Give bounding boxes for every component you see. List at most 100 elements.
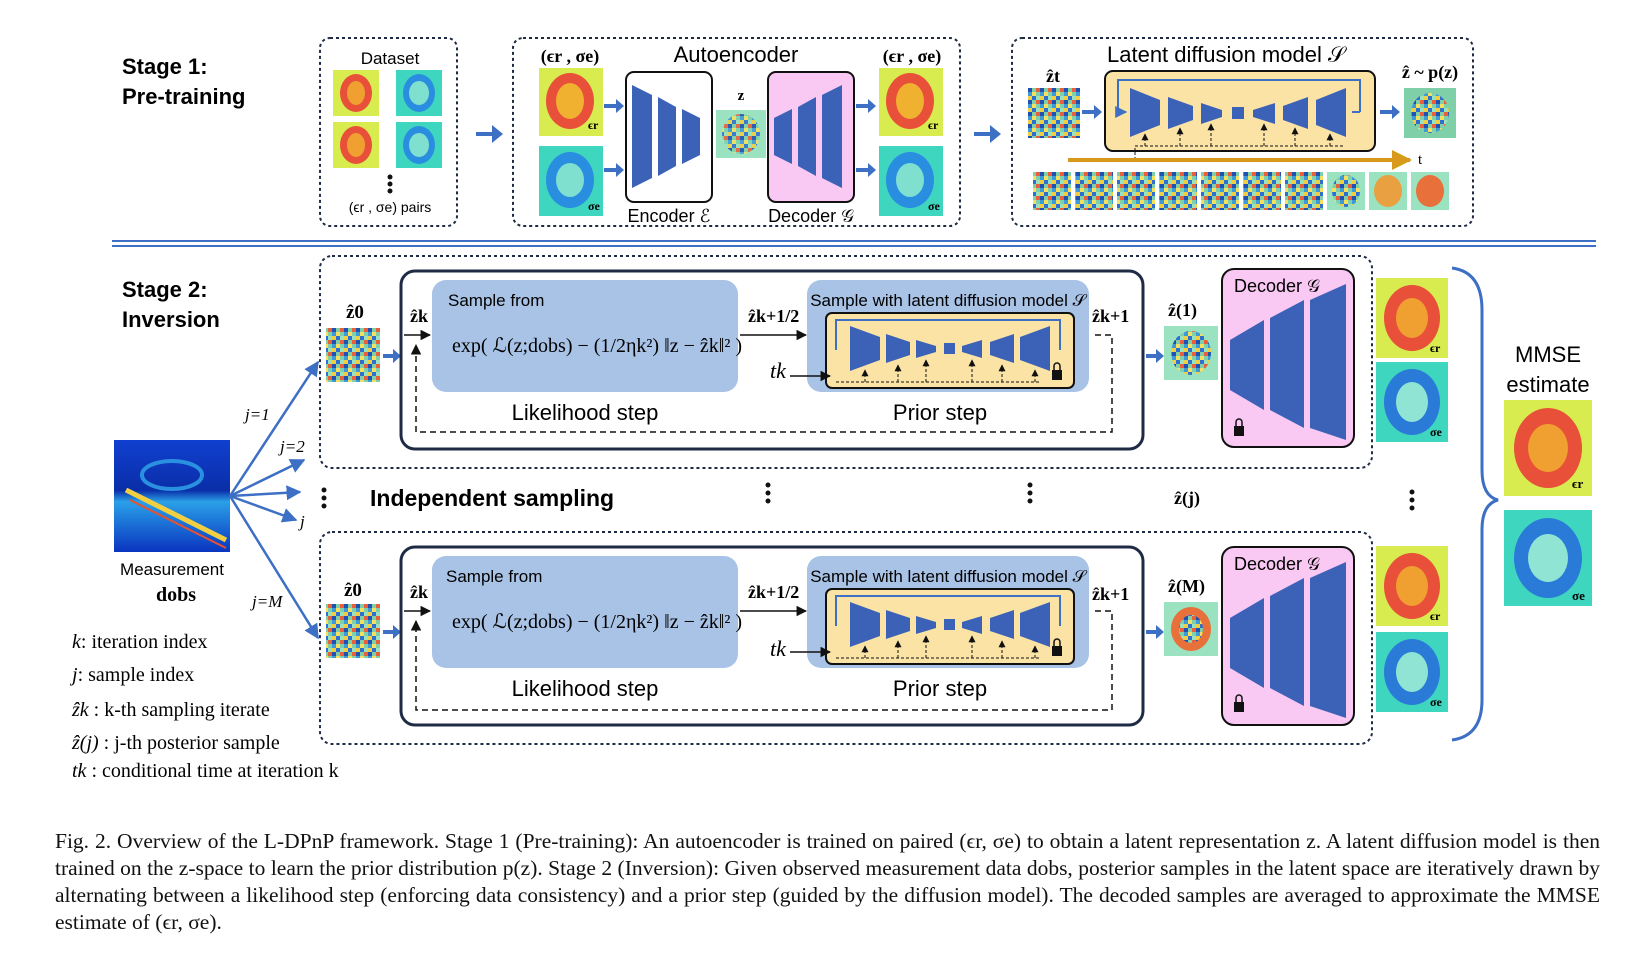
ae-output-images	[879, 68, 943, 216]
branch-label-2: j=2	[278, 437, 305, 456]
arrow-ae-in-1	[604, 99, 624, 113]
chain1-prior-step: Prior step	[893, 400, 987, 425]
chainm-zk-half-label: ẑk+1/2	[748, 582, 799, 602]
chainm-formula: exp( ℒ(z;dobs) − (1/2ηk²) ‖z − ẑk‖² )	[452, 611, 742, 633]
independent-sampling-label: Independent sampling	[370, 485, 614, 511]
ldm-time-label: t	[1418, 152, 1423, 168]
legend-item-4: ẑ(j) : j-th posterior sample	[71, 732, 280, 754]
chain1-zk-label: ẑk	[410, 306, 428, 326]
ellipsis-dots	[321, 482, 1415, 511]
chain1-lock-icon	[1052, 370, 1062, 380]
chainm-sig-tag: σe	[1430, 695, 1443, 709]
ae-input-images	[539, 68, 603, 216]
branch-label-m: j=M	[250, 592, 283, 611]
chainm-decoder-lock-icon	[1234, 702, 1244, 712]
dataset-pairs-label: (ϵr , σe) pairs	[349, 199, 432, 215]
stage2-title-line1: Stage 2:	[122, 277, 208, 302]
autoencoder-box	[512, 37, 961, 227]
ldm-unet-time-links	[1134, 123, 1345, 160]
ldm-input-label: ẑt	[1046, 66, 1060, 86]
ae-decoder-layers	[774, 85, 842, 188]
latent-z-label: z	[738, 88, 745, 104]
chain1-zk1-label: ẑk+1	[1092, 306, 1129, 326]
chainm-z0-image	[326, 604, 380, 658]
arrow-dataset-to-ae	[476, 125, 503, 143]
encoder-layers	[632, 85, 700, 188]
arrow-ae-to-ldm	[974, 125, 1001, 143]
ae-out-eps-tag: ϵr	[928, 118, 939, 132]
chain1-z0-label: ẑ0	[346, 302, 364, 323]
ldm-output-label: ẑ ~ p(z)	[1402, 62, 1458, 83]
branch-label-1: j=1	[243, 405, 270, 424]
chain1-decoder-lock-icon	[1234, 426, 1244, 436]
legend-item-5: tk : conditional time at iteration k	[72, 760, 339, 782]
ae-in-eps-tag: ϵr	[588, 118, 599, 132]
chain1-z0-image	[326, 328, 380, 382]
branch-label-j: j	[298, 512, 305, 531]
autoencoder-title: Autoencoder	[674, 42, 799, 67]
chainm-iteration-frame	[399, 545, 1145, 727]
chainm-prior-step: Prior step	[893, 676, 987, 701]
mmse-brace	[1451, 266, 1499, 742]
chain1-iteration-frame	[399, 269, 1145, 451]
chainm-lock-icon	[1052, 646, 1062, 656]
chain1-likelihood-box	[432, 280, 738, 392]
chain1-sample-from: Sample from	[448, 291, 544, 310]
chain1-output-label: ẑ(1)	[1168, 300, 1197, 321]
chain1-eps-tag: ϵr	[1430, 341, 1441, 355]
chain1-zk-half-label: ẑk+1/2	[748, 306, 799, 326]
chain1-decoder-label: Decoder 𝒢	[1234, 276, 1320, 296]
chain-1: ẑ0 ẑk Sample from exp( ℒ(z;dobs) − (1/2η…	[319, 255, 1448, 469]
chain1-prior-title: Sample with latent diffusion model 𝒮	[810, 291, 1087, 310]
measurement-label: Measurement	[120, 560, 224, 579]
stage2-title-line2: Inversion	[122, 307, 220, 332]
chainm-prior-title: Sample with latent diffusion model 𝒮	[810, 567, 1087, 586]
zj-label: ẑ(j)	[1174, 488, 1200, 509]
legend-item-1: k: iteration index	[72, 631, 208, 653]
ldm-unet-layers	[1130, 88, 1346, 137]
legend-item-2: j: sample index	[69, 664, 194, 686]
chain1-sig-tag: σe	[1430, 425, 1443, 439]
ae-input-label: (ϵr , σe)	[541, 46, 600, 67]
chainm-zk1-label: ẑk+1	[1092, 584, 1129, 604]
dataset-images	[333, 70, 442, 194]
legend: k: iteration index j: sample index ẑk : …	[69, 631, 339, 782]
arrow-ae-in-2	[604, 163, 624, 177]
stage1-title-line1: Stage 1:	[122, 54, 208, 79]
chainm-decoder-label: Decoder 𝒢	[1234, 554, 1320, 574]
ae-out-sig-tag: σe	[928, 199, 941, 213]
ldm-title: Latent diffusion model 𝒮	[1107, 42, 1347, 67]
ae-output-label: (ϵr , σe)	[883, 46, 942, 67]
chainm-tk-label: tk	[770, 636, 787, 661]
chainm-sample-from: Sample from	[446, 567, 542, 586]
chain-m: ẑ0 ẑk Sample from exp( ℒ(z;dobs) − (1/2η…	[319, 531, 1448, 745]
arrow-ae-out-2	[856, 163, 876, 177]
measurement-symbol: dobs	[156, 584, 196, 606]
ae-in-sig-tag: σe	[588, 199, 601, 213]
ldm-box	[1011, 37, 1474, 227]
mmse-eps-tag: ϵr	[1572, 476, 1583, 491]
mmse-line1: MMSE	[1515, 342, 1581, 367]
chainm-likelihood-box	[432, 556, 738, 668]
arrow-ae-out-1	[856, 99, 876, 113]
chainm-output-label: ẑ(M)	[1168, 576, 1205, 597]
chainm-z0-label: ẑ0	[344, 580, 362, 601]
ae-decoder-label: Decoder 𝒢	[768, 206, 854, 226]
mmse-sig-tag: σe	[1572, 588, 1585, 603]
dataset-title: Dataset	[361, 49, 420, 68]
ldm-input-image	[1028, 88, 1080, 138]
chainm-zk-label: ẑk	[410, 582, 428, 602]
dataset-box	[319, 37, 458, 227]
figure-caption: Fig. 2. Overview of the L-DPnP framework…	[55, 829, 1600, 934]
chain1-tk-label: tk	[770, 358, 787, 383]
encoder-label: Encoder ℰ	[628, 206, 711, 226]
chain1-formula: exp( ℒ(z;dobs) − (1/2ηk²) ‖z − ẑk‖² )	[452, 335, 742, 357]
chainm-eps-tag: ϵr	[1430, 609, 1441, 623]
branch-arrows	[228, 360, 320, 640]
mmse-line2: estimate	[1506, 372, 1589, 397]
ldm-noise-sequence	[1033, 172, 1449, 210]
chainm-likelihood-step: Likelihood step	[512, 676, 659, 701]
stage1-title-line2: Pre-training	[122, 84, 245, 109]
legend-item-3: ẑk : k-th sampling iterate	[71, 699, 270, 721]
